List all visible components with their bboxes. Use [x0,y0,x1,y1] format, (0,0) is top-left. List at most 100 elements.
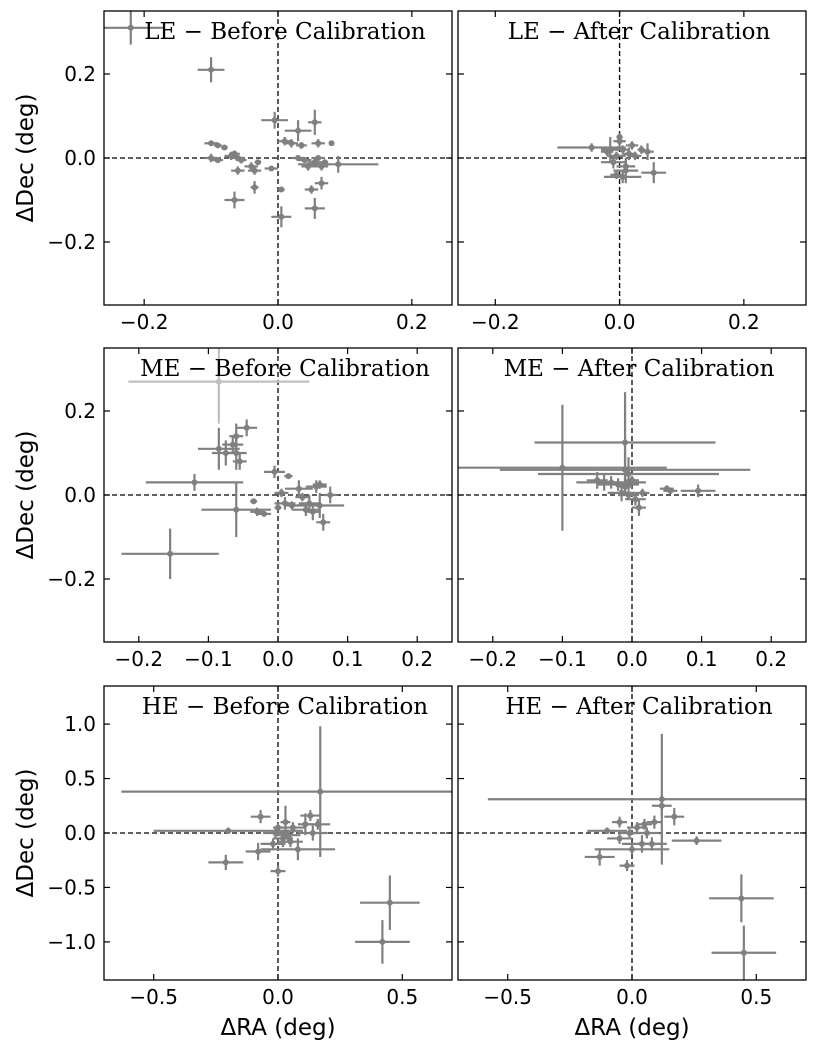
x-tick-label: −0.1 [538,647,587,671]
point-marker [622,483,629,490]
point-marker [231,197,238,203]
data-point [121,726,452,857]
point-marker [629,142,635,149]
plot-area-me-after [458,348,806,642]
data-point [280,805,291,839]
data-point [587,827,628,835]
data-point [651,794,672,817]
point-marker [316,481,323,488]
data-point [244,162,258,171]
data-point [232,453,247,470]
data-point [295,492,345,519]
data-point [304,185,319,194]
data-point [641,162,667,184]
point-marker [301,157,308,164]
point-marker [271,117,278,124]
point-marker [229,441,236,448]
point-marker [604,827,611,834]
data-point [634,827,660,839]
y-axis-label: ΔDec (deg) [13,94,39,223]
point-marker [295,485,302,492]
point-marker [295,127,302,134]
point-marker [233,506,240,513]
data-point [128,348,310,424]
point-marker [294,846,301,853]
y-tick-label: −0.2 [47,567,96,591]
data-point [298,157,312,164]
data-point [271,206,292,228]
point-marker [311,205,318,212]
data-point [646,815,662,829]
data-point [664,807,685,826]
point-marker [613,152,620,159]
x-tick-label: −0.2 [469,647,518,671]
point-marker [289,824,296,831]
point-marker [740,949,747,956]
data-point [260,838,286,850]
y-tick-label: −0.5 [47,875,96,899]
x-tick-label: 0.2 [396,310,428,334]
point-marker [314,821,321,828]
point-marker [644,148,651,155]
x-tick-label: 0.5 [740,985,772,1009]
panel-title: ME − Before Calibration [140,356,430,382]
point-marker [315,140,322,147]
data-point [607,833,632,844]
point-marker [641,821,648,828]
point-marker [268,165,275,172]
data-point [625,492,646,506]
point-marker [191,479,198,486]
x-tick-label: 0.0 [262,985,294,1009]
point-marker [596,853,603,860]
point-marker [214,142,221,149]
point-marker [208,66,215,73]
y-tick-label: 0.0 [64,821,96,845]
point-marker [658,802,665,809]
x-tick-label: 0.0 [616,985,648,1009]
data-point [619,860,635,872]
y-tick-label: 1.0 [64,712,96,736]
data-point [616,134,623,140]
point-marker [309,508,316,515]
point-marker [278,489,285,496]
point-marker [317,788,324,795]
data-point [360,875,420,930]
data-point [584,848,615,866]
data-point [254,159,262,166]
data-point [274,488,289,498]
data-point [308,109,322,135]
point-marker [632,496,639,503]
point-marker [315,155,322,161]
point-marker [379,938,386,945]
point-marker [234,167,241,174]
point-marker [643,830,650,836]
point-marker [221,144,228,151]
point-marker [251,184,258,191]
data-point [145,474,244,491]
point-marker [215,378,222,385]
data-point [208,854,244,871]
x-tick-label: 0.0 [616,647,648,671]
y-tick-label: 0.0 [64,483,96,507]
data-point [104,11,165,45]
x-tick-label: 0.5 [386,985,418,1009]
x-tick-label: −0.1 [184,647,233,671]
data-point [600,155,626,169]
point-marker [616,819,623,826]
point-marker [632,152,639,159]
panel-title: HE − Before Calibration [142,694,428,720]
data-point [604,170,642,184]
data-point [225,436,247,470]
point-marker [278,186,285,193]
point-marker [299,494,306,501]
data-point [576,476,646,489]
data-point [300,810,321,822]
panel-title: LE − Before Calibration [144,19,426,45]
data-point [278,186,285,193]
point-marker [282,819,289,826]
data-point [224,191,245,209]
point-marker [261,510,268,517]
